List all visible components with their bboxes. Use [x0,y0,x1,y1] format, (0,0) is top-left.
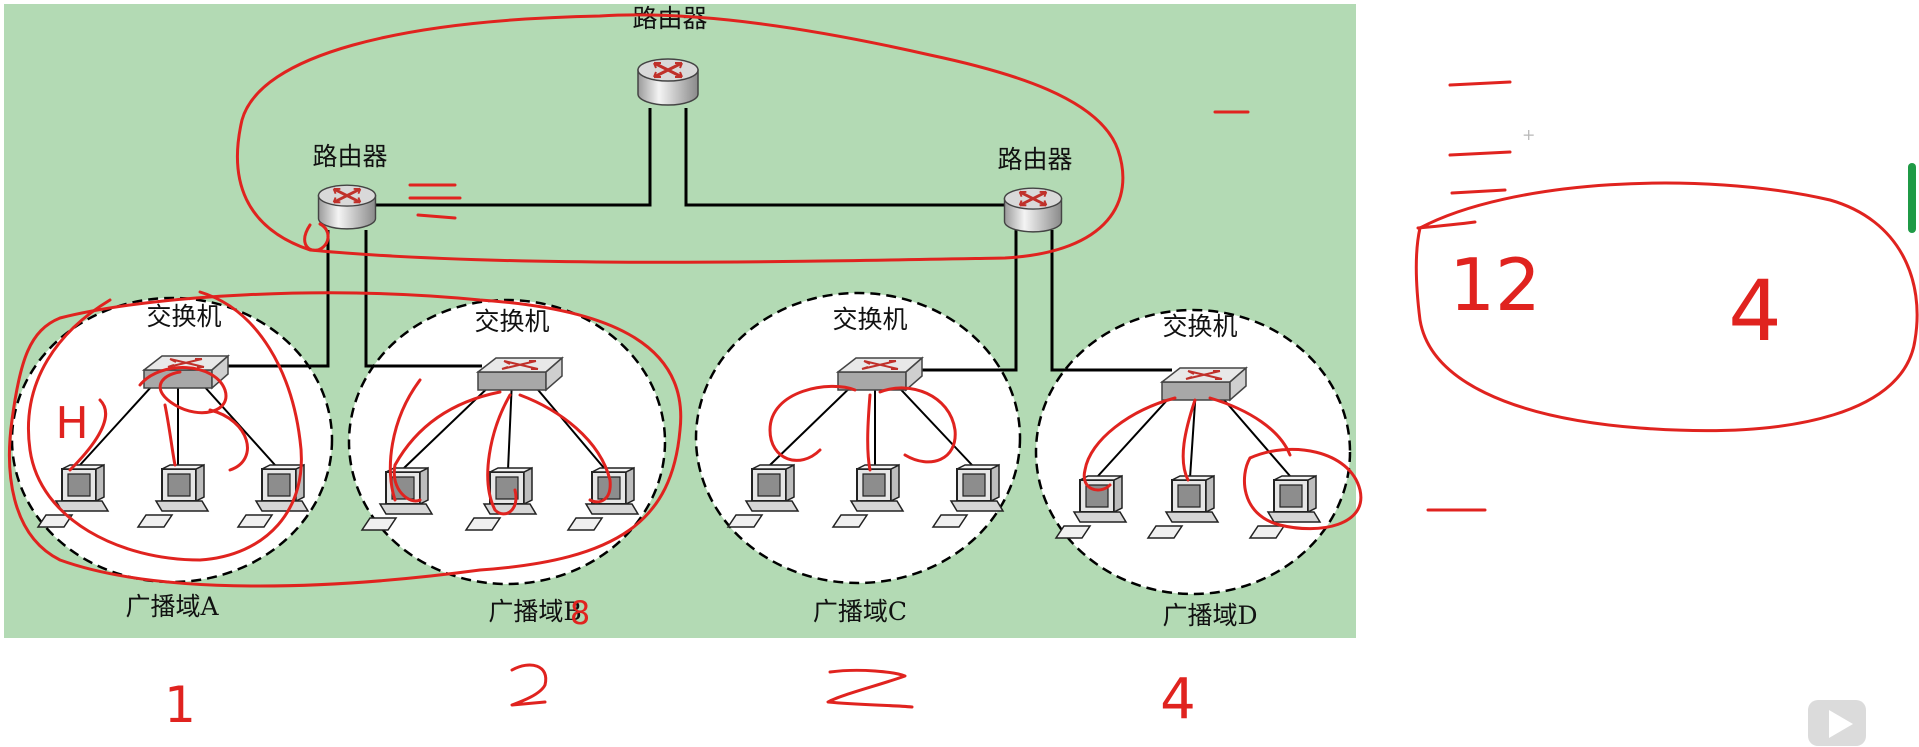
switch-icon [477,357,563,391]
router-right-label: 路由器 [997,145,1072,174]
play-icon [1829,710,1853,738]
switch-icon [1161,367,1247,401]
link-left-router-domain-a [210,230,330,368]
link-left-router-domain-b [364,230,482,368]
handwritten-annotations [7,13,1919,709]
router-links [210,108,1172,372]
cursor-crosshair: + [1522,125,1535,144]
right-big-loop [1414,181,1919,433]
annotation-number-4: 4 [1160,667,1196,732]
link-right-router-domain-c [898,230,1018,372]
right-overline [1416,220,1477,230]
loop-domain-a-inner [27,290,303,562]
annotation-domain-b-overwrite: 8 [570,594,590,632]
bottom-three-glyph [826,668,914,709]
scribble-domain-d [1082,396,1363,531]
router-icon [317,183,377,231]
router-right: 路由器 [997,145,1073,234]
link-top-router-left [370,108,652,207]
right-edge-scroll-indicator [1908,163,1916,233]
bottom-two-glyph [510,663,548,707]
broadcast-domain-a-label: 广播域A [125,592,219,621]
play-button[interactable] [1808,700,1866,746]
annotation-number-1: 1 [164,676,196,734]
scribble-domain-c [768,384,957,472]
annotation-domain-a-note: H [55,398,88,449]
router-icon [636,57,700,107]
broadcast-domain-b-boundary [347,298,667,586]
switch-icon [837,357,923,391]
annotation-number-2: 2 [532,705,533,706]
broadcast-domain-d-boundary [1034,308,1352,596]
switch-a-label: 交换机 [146,302,221,331]
broadcast-domain-c-boundary [694,291,1022,585]
broadcast-domain-c-label: 广播域C [813,597,907,626]
switch-domain-d: 交换机 [1161,312,1247,401]
broadcast-domain-d-label: 广播域D [1162,601,1257,630]
router-left-label: 路由器 [312,142,387,171]
loop-domains-ab [7,291,683,588]
switch-domain-a: 交换机 [143,302,229,389]
router-group-loop [235,13,1125,264]
switch-domain-c: 交换机 [832,305,923,391]
switch-b-label: 交换机 [474,307,549,336]
annotation-right-number-4: 4 [1728,262,1781,360]
scribble-domain-b [388,378,612,516]
switch-d-label: 交换机 [1162,312,1237,341]
scribble-domain-a [68,366,249,472]
link-right-router-domain-d [1050,230,1172,372]
annotation-right-number-12: 12 [1449,243,1541,327]
router-left: 路由器 [312,142,388,231]
broadcast-domain-b-label: 广播域B [488,597,581,626]
switch-domain-b: 交换机 [474,307,563,391]
right-dashes [1426,80,1512,512]
link-top-router-right [684,108,1005,207]
scribble-left-router [303,183,462,252]
router-icon [1003,186,1063,234]
switch-c-label: 交换机 [832,305,907,334]
